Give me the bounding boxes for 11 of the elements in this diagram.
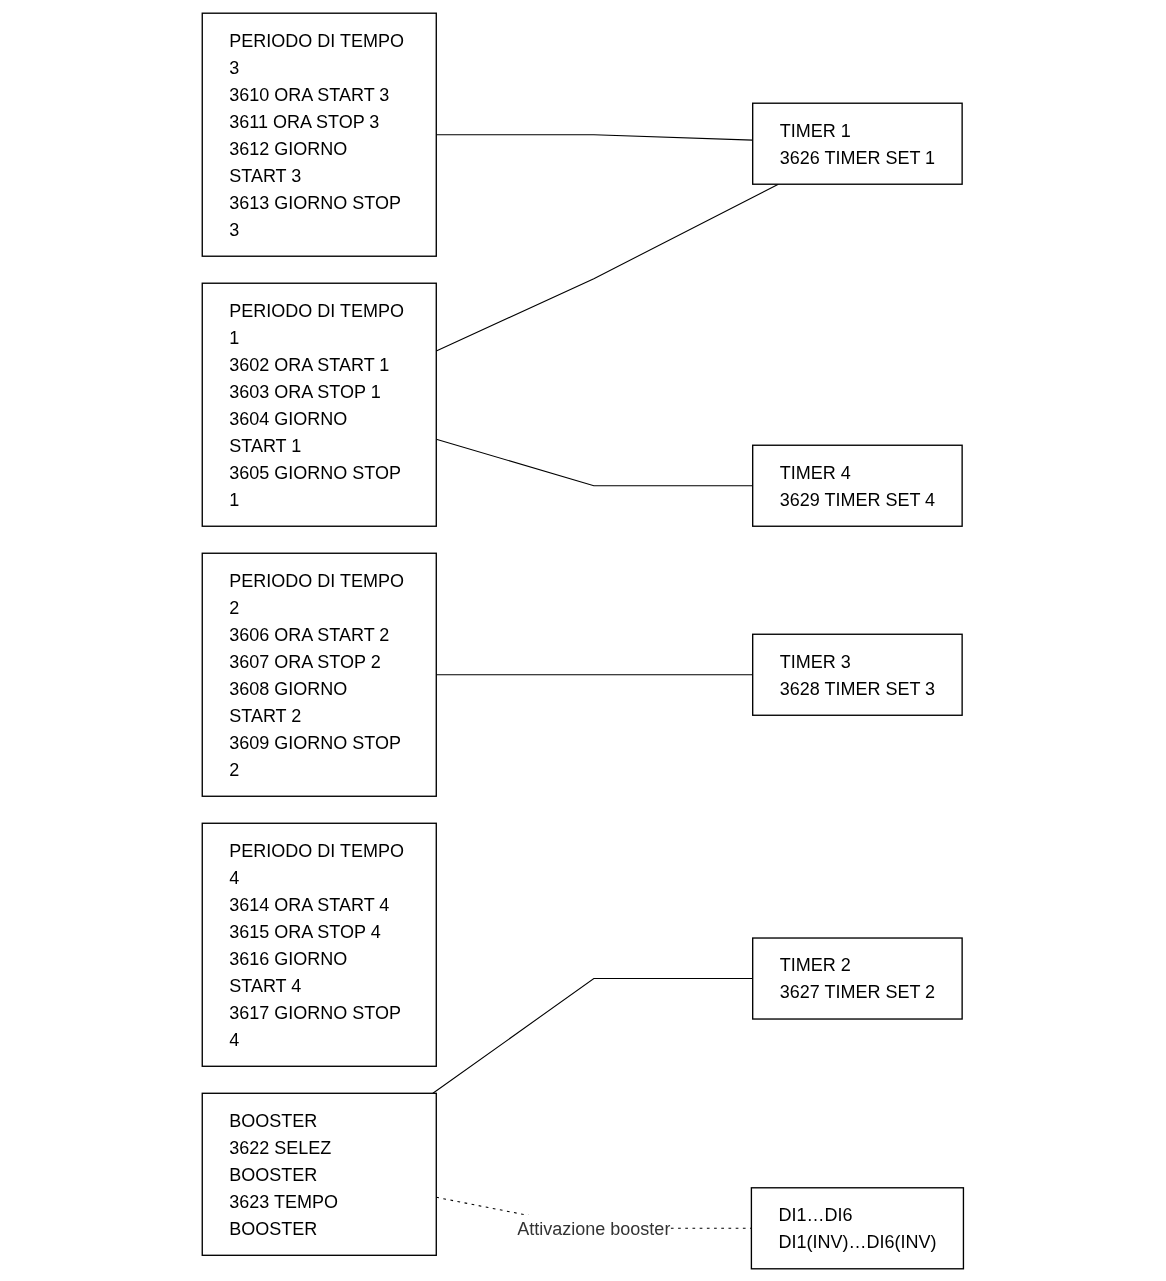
node-box: PERIODO DI TEMPO 4 3614 ORA START 4 3615 ORA STOP 4 3616 GIORNO START 4 3617 GIORNO STOP 4 — [201, 822, 438, 1067]
node-box: DI1…DI6 DI1(INV)…DI6(INV) — [750, 1186, 965, 1269]
edge-label: Attivazione booster — [517, 1217, 671, 1238]
node-box: PERIODO DI TEMPO 2 3606 ORA START 2 3607 ORA STOP 2 3608 GIORNO START 2 3609 GIORNO STOP 2 — [201, 552, 438, 797]
node-box: PERIODO DI TEMPO 1 3602 ORA START 1 3603 ORA STOP 1 3604 GIORNO START 1 3605 GIORNO STOP 1 — [201, 282, 438, 527]
node-box: TIMER 3 3628 TIMER SET 3 — [752, 633, 963, 716]
node-box: BOOSTER 3622 SELEZ BOOSTER 3623 TEMPO BOOSTER — [201, 1092, 438, 1256]
node-box: TIMER 1 3626 TIMER SET 1 — [752, 102, 963, 185]
node-box: PERIODO DI TEMPO 3 3610 ORA START 3 3611 ORA STOP 3 3612 GIORNO START 3 3613 GIORNO STOP 3 — [201, 12, 438, 257]
node-box: TIMER 2 3627 TIMER SET 2 — [752, 936, 963, 1020]
node-box: TIMER 4 3629 TIMER SET 4 — [752, 444, 963, 527]
